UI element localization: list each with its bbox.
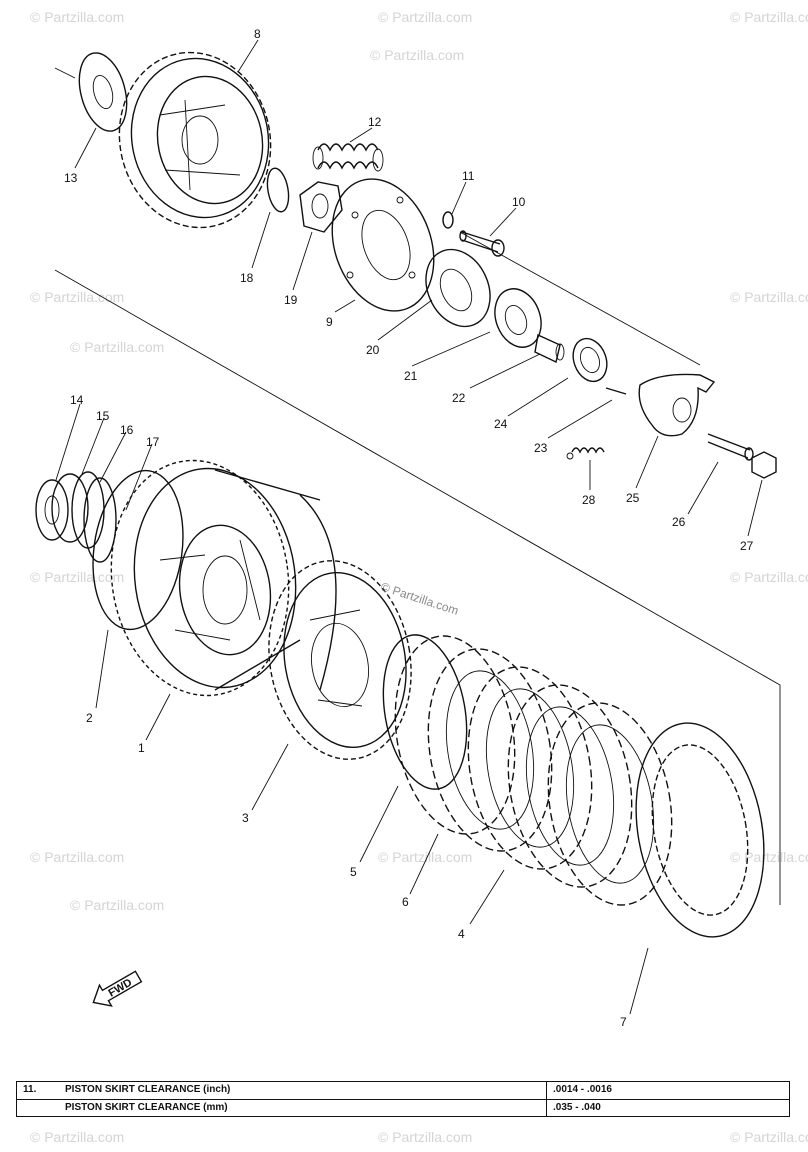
part-plate-6	[394, 635, 516, 835]
spec-row-description: PISTON SKIRT CLEARANCE (inch)	[59, 1081, 547, 1100]
part-label-1: 1	[138, 741, 145, 755]
part-pressure-plate-9	[331, 178, 435, 312]
part-label-4: 4	[458, 927, 465, 941]
part-washer-24	[572, 337, 608, 383]
part-clutch-boss-3	[268, 560, 412, 760]
part-nut-19	[299, 181, 343, 233]
watermark: © Partzilla.com	[30, 849, 124, 865]
part-label-23: 23	[534, 441, 548, 455]
part-o-ring-17	[92, 469, 184, 631]
part-spring-12	[312, 143, 384, 172]
part-label-13: 13	[64, 171, 78, 185]
spec-row-value: .035 - .040	[546, 1098, 790, 1117]
watermark: © Partzilla.com	[378, 849, 472, 865]
part-label-3: 3	[242, 811, 249, 825]
part-label-2: 2	[86, 711, 93, 725]
watermark: © Partzilla.com	[730, 9, 808, 25]
watermark: © Partzilla.com	[70, 339, 164, 355]
spec-row-value: .0014 - .0016	[546, 1081, 790, 1100]
part-pin-23	[605, 387, 627, 395]
watermark: © Partzilla.com	[730, 569, 808, 585]
part-label-18: 18	[240, 271, 254, 285]
part-label-5: 5	[350, 865, 357, 879]
part-washer-13	[78, 52, 128, 132]
part-label-19: 19	[284, 293, 298, 307]
spec-row: PISTON SKIRT CLEARANCE (mm) .035 - .040	[16, 1098, 790, 1117]
spec-table: 11. PISTON SKIRT CLEARANCE (inch) .0014 …	[16, 1081, 790, 1117]
part-label-21: 21	[404, 369, 418, 383]
part-label-10: 10	[512, 195, 526, 209]
part-label-20: 20	[366, 343, 380, 357]
spec-row-number	[16, 1098, 59, 1117]
watermark: © Partzilla.com	[378, 1129, 472, 1145]
fwd-arrow: FWD	[92, 970, 143, 1007]
watermark: © Partzilla.com	[30, 289, 124, 305]
watermark: © Partzilla.com	[30, 1129, 124, 1145]
part-clutch-plate-7	[635, 722, 765, 938]
part-adjust-screw-26	[707, 433, 754, 461]
part-label-17: 17	[146, 435, 160, 449]
watermark: © Partzilla.com	[378, 9, 472, 25]
part-label-14: 14	[70, 393, 84, 407]
spec-row-number: 11.	[16, 1081, 59, 1100]
spec-row: 11. PISTON SKIRT CLEARANCE (inch) .0014 …	[16, 1081, 790, 1100]
watermark: © Partzilla.com	[730, 1129, 808, 1145]
part-bolt-10	[459, 230, 505, 257]
part-friction-plates-4	[427, 648, 673, 906]
part-label-27: 27	[740, 539, 754, 553]
leader-lines	[55, 39, 763, 1015]
watermark: © Partzilla.com	[30, 9, 124, 25]
part-primary-gear-8	[118, 51, 272, 229]
part-label-16: 16	[120, 423, 134, 437]
part-washer-16	[83, 477, 117, 563]
part-label-28: 28	[582, 493, 596, 507]
part-circlip-18	[266, 167, 290, 213]
part-seal-20	[425, 248, 491, 328]
assembly-axis-line	[54, 269, 781, 905]
part-label-11: 11	[462, 169, 475, 183]
part-labels: 8 12 13 11 10 18 19 9 20 21 22 24 23 28 …	[64, 27, 754, 1029]
part-bearing-21	[494, 288, 542, 348]
part-nut-27	[751, 451, 777, 479]
part-small-washer-11	[442, 211, 454, 229]
part-label-8: 8	[254, 27, 261, 41]
watermark: © Partzilla.com	[730, 289, 808, 305]
watermark: © Partzilla.com	[30, 569, 124, 585]
part-spring-28	[566, 447, 605, 460]
fwd-label: FWD	[106, 977, 134, 1000]
watermark: © Partzilla.com	[70, 897, 164, 913]
part-label-9: 9	[326, 315, 333, 329]
watermark: © Partzilla.com	[370, 47, 464, 63]
part-clutch-housing-1	[110, 459, 337, 697]
part-push-rod-22	[534, 333, 565, 364]
part-label-6: 6	[402, 895, 409, 909]
part-push-lever-25	[638, 373, 716, 437]
upper-axis-line	[54, 67, 701, 366]
part-label-26: 26	[672, 515, 686, 529]
watermark: © Partzilla.com	[730, 849, 808, 865]
part-label-25: 25	[626, 491, 640, 505]
part-label-12: 12	[368, 115, 382, 129]
part-label-15: 15	[96, 409, 110, 423]
spec-row-description: PISTON SKIRT CLEARANCE (mm)	[59, 1098, 547, 1117]
part-label-22: 22	[452, 391, 466, 405]
part-label-24: 24	[494, 417, 508, 431]
part-label-7: 7	[620, 1015, 627, 1029]
watermark-layer: © Partzilla.com © Partzilla.com © Partzi…	[30, 9, 808, 1145]
part-hub-14	[35, 473, 89, 543]
